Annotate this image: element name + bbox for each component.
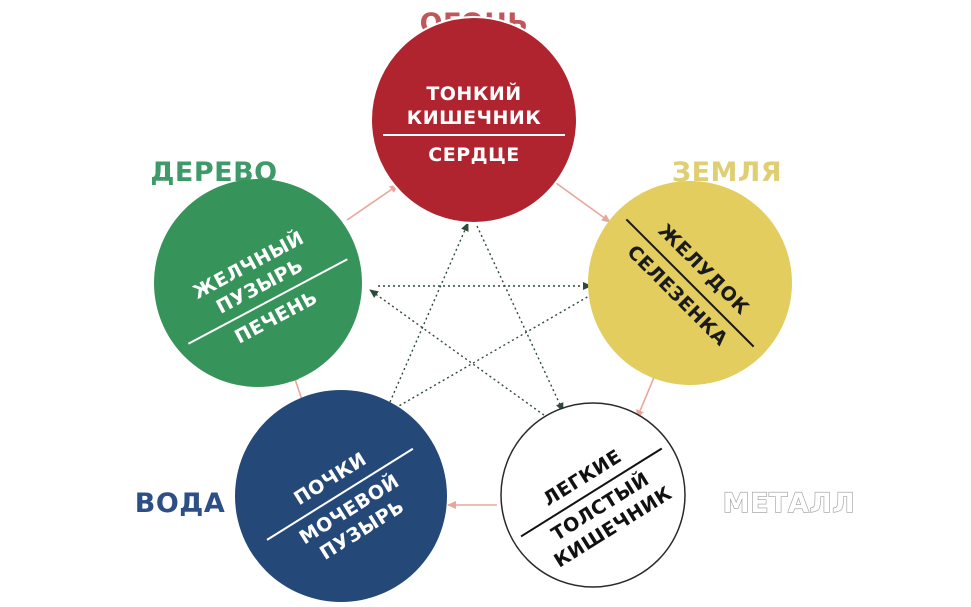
circle-water: [235, 390, 447, 602]
element-fire: ОГОНЬ ТОНКИЙ КИШЕЧНИК СЕРДЦЕ: [370, 8, 578, 224]
arrow-fire-to-metal: [476, 225, 564, 412]
element-metal: МЕТАЛЛ ЛЕГКИЕ ТОЛСТЫЙ КИШЕЧНИК: [500, 402, 855, 588]
fire-organ-line2: КИШЕЧНИК: [407, 107, 542, 129]
earth-divider: [625, 218, 755, 348]
water-divider: [266, 447, 414, 541]
element-earth: ЗЕМЛЯ ЖЕЛУДОК СЕЛЕЗЕНКА: [588, 157, 792, 385]
element-water: ВОДА ПОЧКИ МОЧЕВОЙ ПУЗЫРЬ: [135, 390, 447, 602]
circle-fire: [370, 16, 578, 224]
arrow-earth-to-metal: [636, 374, 656, 419]
wood-divider: [187, 258, 348, 345]
arrow-fire-to-earth: [555, 182, 611, 223]
fire-organ-line3: СЕРДЦЕ: [428, 144, 519, 166]
label-metal: МЕТАЛЛ: [723, 488, 855, 519]
arrow-earth-to-water: [384, 291, 597, 415]
arrow-metal-to-wood: [369, 289, 549, 419]
controlling-cycle: [369, 222, 597, 419]
arrow-wood-to-fire: [346, 184, 399, 221]
circle-metal: [500, 402, 686, 588]
label-water: ВОДА: [135, 488, 225, 519]
metal-divider: [520, 447, 663, 538]
element-wood: ДЕРЕВО ЖЕЛЧНЫЙ ПУЗЫРЬ ПЕЧЕНЬ: [150, 157, 362, 387]
fire-organ-line1: ТОНКИЙ: [426, 82, 521, 105]
